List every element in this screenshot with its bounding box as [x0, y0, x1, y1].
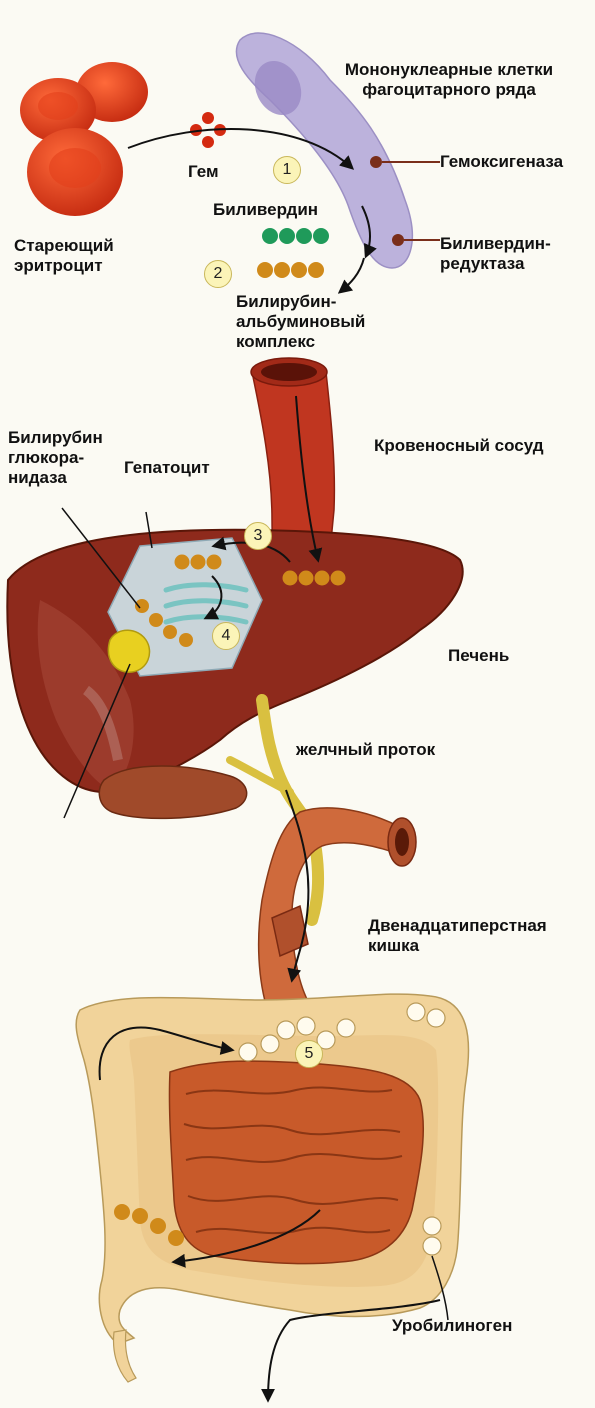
- hemeoxygenase-dot: [370, 156, 382, 168]
- label-blood-vessel: Кровеносный сосуд: [374, 436, 544, 456]
- biliverdin-beads: [262, 228, 329, 244]
- bilirubin-release-arrow: [340, 258, 364, 292]
- small-intestine: [169, 1061, 423, 1264]
- label-aging-erythrocyte: Стареющий эритроцит: [14, 236, 114, 276]
- label-mononuclear-cells: Мононуклеарные клетки фагоцитарного ряда: [314, 60, 584, 100]
- label-liver: Печень: [448, 646, 509, 666]
- step-badge-5: 5: [295, 1040, 323, 1068]
- label-hemeoxygenase: Гемоксигеназа: [440, 152, 563, 172]
- step-badge-2: 2: [204, 260, 232, 288]
- label-bilirubin-glucuronidase: Билирубин глюкора- нидаза: [8, 428, 103, 488]
- label-duodenum: Двенадцатиперстная кишка: [368, 916, 547, 956]
- duodenum: [259, 808, 416, 1012]
- label-bilirubin-albumin-complex: Билирубин- альбуминовый комплекс: [236, 292, 365, 352]
- label-hepatocyte: Гепатоцит: [124, 458, 210, 478]
- label-biliverdin-reductase: Биливердин- редуктаза: [440, 234, 551, 274]
- biliverdin-reductase-dot: [392, 234, 404, 246]
- step-badge-1: 1: [273, 156, 301, 184]
- label-urobilinogen: Уробилиноген: [392, 1316, 512, 1336]
- label-bile-duct: желчный проток: [296, 740, 435, 760]
- gall-bladder: [99, 766, 246, 818]
- step-badge-3: 3: [244, 522, 272, 550]
- aging-erythrocyte-cells: [20, 62, 148, 216]
- label-biliverdin: Биливердин: [213, 200, 318, 220]
- bilirubin-beads: [257, 262, 324, 278]
- label-heme: Гем: [188, 162, 219, 182]
- step-badge-4: 4: [212, 622, 240, 650]
